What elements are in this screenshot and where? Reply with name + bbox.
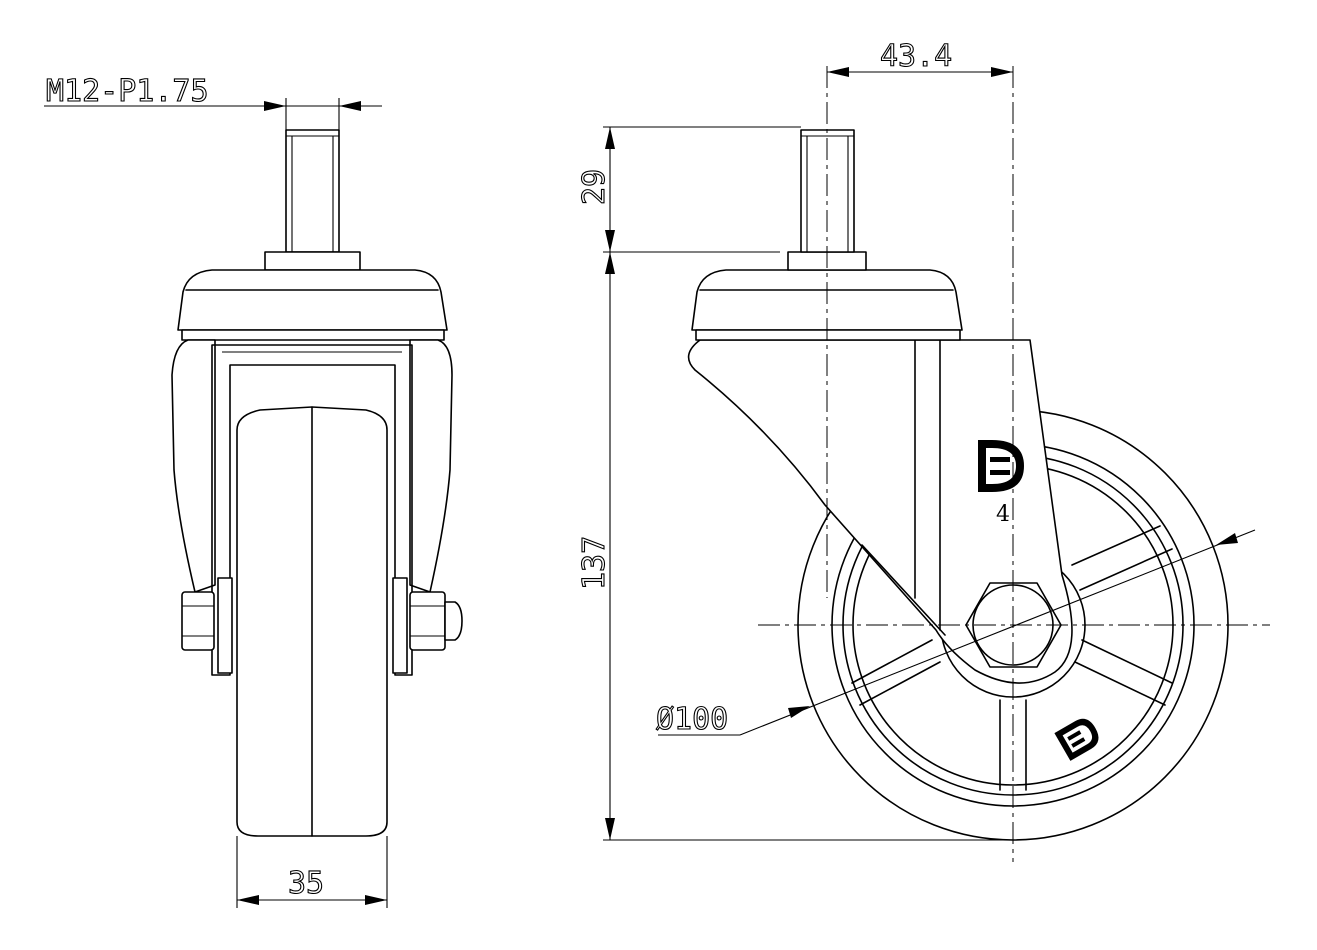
- wheel-diameter-dimension: Ø100: [655, 529, 1256, 738]
- brand-logo-icon: [978, 440, 1024, 492]
- hub-logo-icon: [1054, 718, 1099, 761]
- front-axle-washer-left: [217, 577, 233, 674]
- stem-length-label: 29: [577, 169, 612, 205]
- total-height-label: 137: [577, 536, 612, 590]
- side-wheel-spokes: [851, 524, 1173, 791]
- front-stem: [285, 129, 340, 253]
- thread-dimension-label: M12-P1.75: [46, 74, 209, 109]
- side-view: 4: [687, 66, 1270, 862]
- front-top-plate: [177, 269, 448, 331]
- total-height-dimension: 137: [576, 252, 1013, 841]
- wheel-diameter-label: Ø100: [656, 702, 728, 737]
- front-axle-end: [444, 601, 463, 641]
- wheel-width-dimension: 35: [236, 836, 388, 908]
- front-axle-nut-right: [409, 591, 446, 651]
- stem-length-dimension: 29: [576, 126, 801, 253]
- front-axle-washer-right: [392, 577, 408, 674]
- front-fork-bracket: [211, 344, 413, 676]
- thread-dimension: M12-P1.75: [44, 73, 382, 130]
- front-axle-nut-left: [181, 591, 215, 651]
- wheel-width-label: 35: [288, 866, 324, 901]
- offset-dimension-label: 43.4: [880, 39, 952, 74]
- front-view: [171, 129, 463, 837]
- front-fork-right: [409, 339, 453, 593]
- front-fork-left: [171, 339, 216, 593]
- load-mark: 4: [996, 502, 1010, 527]
- side-fork: [687, 339, 1073, 684]
- front-stem-nut: [264, 251, 361, 271]
- offset-dimension: 43.4: [827, 38, 1013, 77]
